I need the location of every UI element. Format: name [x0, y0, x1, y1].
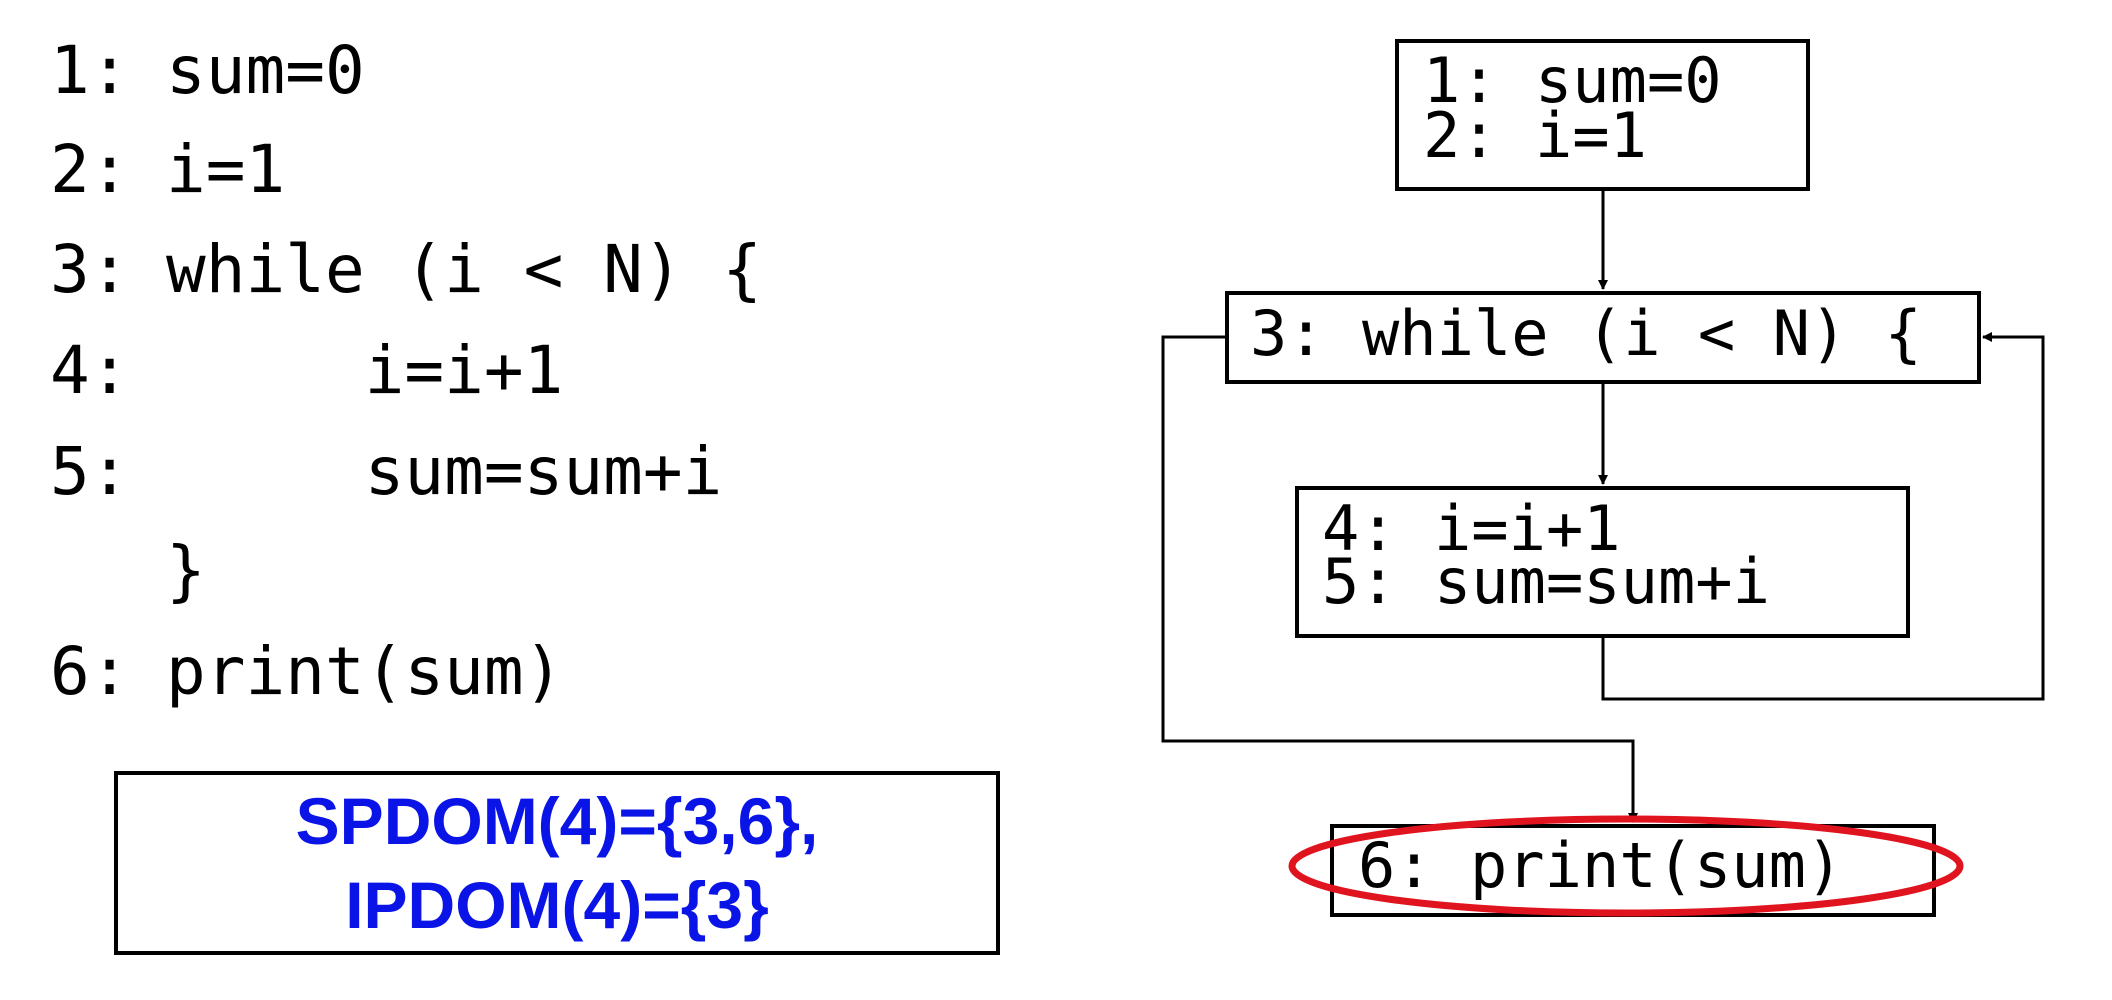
- line-number: 2:: [50, 131, 130, 208]
- line-number: 1:: [50, 32, 130, 109]
- line-number: 4:: [50, 332, 130, 409]
- cfg-block-entry: [1395, 39, 1810, 191]
- code-text: i=1: [166, 131, 286, 208]
- cfg-block-entry-line-1: 1: sum=0: [1423, 44, 1722, 117]
- spdom-result: SPDOM(4)={3,6},: [295, 784, 819, 858]
- edge-loop-back: [1601, 332, 2045, 701]
- cfg-block-entry-line-2: 2: i=1: [1423, 99, 1647, 172]
- code-line-6: 6:print(sum): [50, 639, 563, 705]
- code-text: sum=sum+i: [166, 433, 723, 510]
- code-line-2: 2:i=1: [50, 137, 285, 203]
- code-line-4: 4: i=i+1: [50, 338, 563, 404]
- edge-loop-exit: [1161, 335, 1638, 823]
- line-number: 3:: [50, 231, 130, 308]
- code-line-1: 1:sum=0: [50, 38, 365, 104]
- cfg-block-loop-header-line: 3: while (i < N) {: [1250, 297, 1922, 370]
- ipdom-result: IPDOM(4)={3}: [345, 868, 769, 942]
- code-text: print(sum): [166, 633, 564, 710]
- code-text: sum=0: [166, 32, 365, 109]
- code-text: i=i+1: [166, 332, 564, 409]
- highlight-ellipse: [1288, 815, 1964, 917]
- cfg-block-loop-body-line-2: 5: sum=sum+i: [1322, 545, 1770, 618]
- code-text: while (i < N) {: [166, 231, 763, 308]
- line-number: 5:: [50, 433, 130, 510]
- cfg-block-exit-line: 6: print(sum): [1358, 829, 1843, 902]
- line-number: 6:: [50, 633, 130, 710]
- cfg-block-loop-body-line-1: 4: i=i+1: [1322, 492, 1621, 565]
- dominator-result-box: SPDOM(4)={3,6}, IPDOM(4)={3}: [114, 771, 1000, 955]
- code-line-close-brace: }: [50, 538, 206, 604]
- cfg-block-loop-body: [1295, 486, 1910, 638]
- code-line-5: 5: sum=sum+i: [50, 439, 722, 505]
- code-text: }: [166, 532, 206, 609]
- code-line-3: 3:while (i < N) {: [50, 237, 762, 303]
